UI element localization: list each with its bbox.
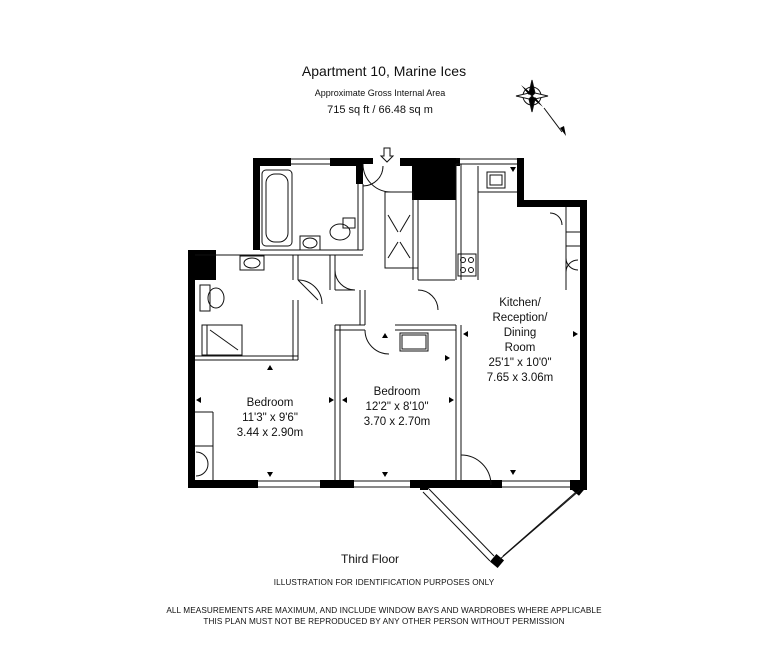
kitchen-sink [486,171,506,189]
area-value: 715 sq ft / 66.48 sq m [327,104,433,116]
room-name-line: Kitchen/ [499,297,541,309]
room-name: Bedroom [373,386,421,398]
sink [299,235,321,251]
room-name: Bedroom [246,397,294,409]
compass-rose-icon [515,79,566,136]
bedroom-1-label: Bedroom 11'3" x 9'6" 3.44 x 2.90m [210,396,330,441]
room-name-line: Dining [503,327,537,339]
room-name-line: Reception/ [492,312,548,324]
floor-label: Third Floor [340,552,399,566]
fixtures [199,169,506,351]
plan-title: Apartment 10, Marine Ices [301,63,467,79]
kitchen-label: Kitchen/ Reception/ Dining Room 25'1" x … [462,296,578,386]
entrance-arrow-icon [379,147,395,163]
toilet [342,217,356,229]
room-imperial: 25'1" x 10'0" [488,357,552,369]
room-metric: 7.65 x 3.06m [486,372,554,384]
bathtub [261,169,293,247]
room-name-line: Room [504,342,536,354]
room-imperial: 12'2" x 8'10" [365,401,429,413]
disclaimer-measurements: ALL MEASUREMENTS ARE MAXIMUM, AND INCLUD… [166,606,602,615]
bedroom-2-label: Bedroom 12'2" x 8'10" 3.70 x 2.70m [338,385,456,430]
windows [258,158,581,562]
hob [457,253,477,277]
exterior-walls [188,158,587,569]
dimension-markers [196,167,578,477]
disclaimer-reproduction: THIS PLAN MUST NOT BE REPRODUCED BY ANY … [203,617,565,626]
area-subtitle: Approximate Gross Internal Area [314,88,446,98]
disclaimer-illustration: ILLUSTRATION FOR IDENTIFICATION PURPOSES… [273,578,495,587]
room-imperial: 11'3" x 9'6" [242,412,298,424]
doors [195,163,579,486]
room-metric: 3.70 x 2.70m [363,416,431,428]
room-metric: 3.44 x 2.90m [236,427,304,439]
